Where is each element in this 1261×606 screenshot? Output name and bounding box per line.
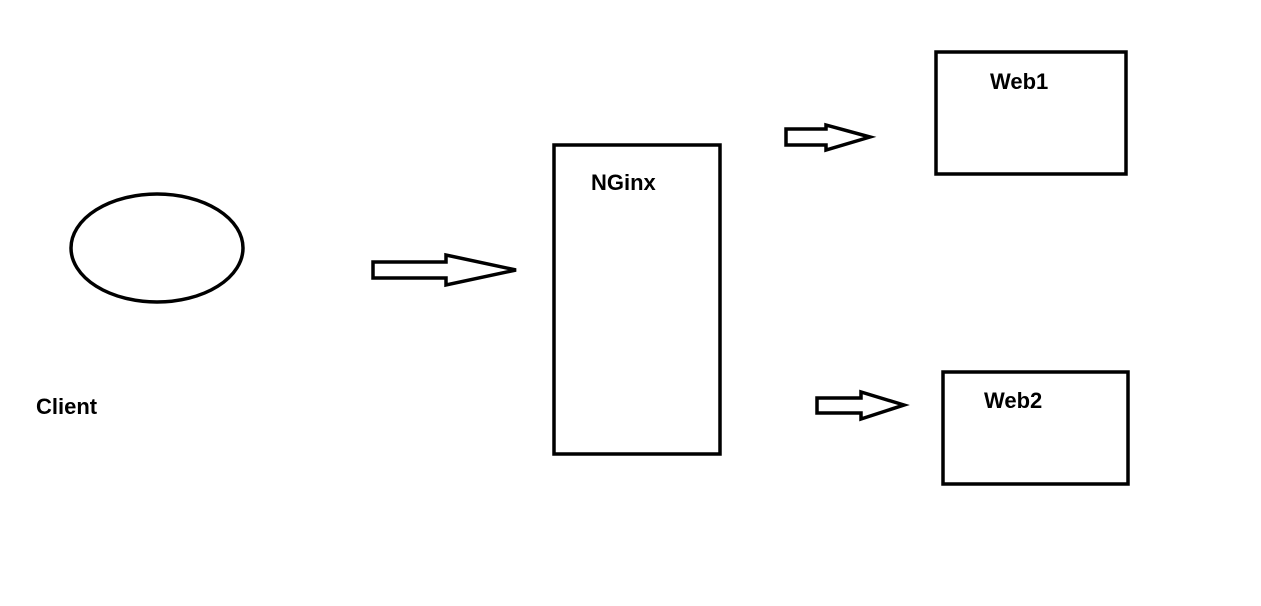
web2-label: Web2 [984, 388, 1043, 413]
web1-label: Web1 [990, 69, 1049, 94]
nginx-node [552, 143, 722, 456]
web2-node [941, 370, 1130, 486]
nginx-label: NGinx [591, 170, 656, 195]
client-label: Client [36, 394, 98, 419]
arrow-nginx-to-web1 [784, 122, 877, 153]
web1-node [934, 50, 1128, 176]
arrow-nginx-to-web2 [815, 389, 910, 422]
client-node [69, 192, 245, 304]
arrow-client-to-nginx [371, 252, 517, 288]
